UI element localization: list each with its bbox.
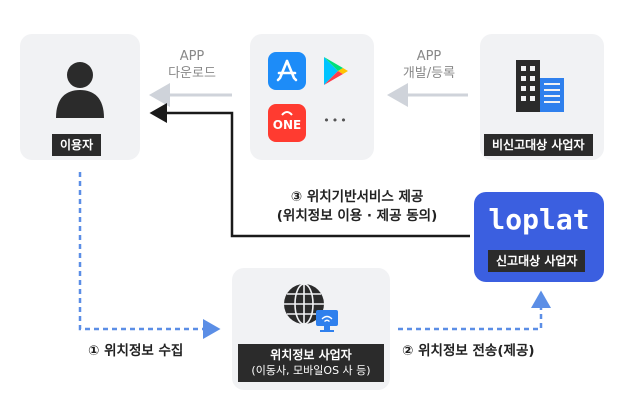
google-play-icon bbox=[316, 52, 354, 90]
user-label: 이용자 bbox=[52, 134, 102, 156]
location-provider-label: 위치정보 사업자 bbox=[270, 348, 352, 362]
app-download-label: APP 다운로드 bbox=[168, 49, 216, 81]
globe-icon bbox=[284, 283, 338, 332]
location-provider-sublabel: (이동사, 모바일OS 사 등) bbox=[251, 364, 371, 377]
transfer-label: ② 위치정보 전송(제공) bbox=[402, 343, 535, 359]
building-icon bbox=[516, 60, 564, 112]
location-provider-tag: 위치정보 사업자 (이동사, 모바일OS 사 등) bbox=[238, 344, 384, 382]
reporter-label: 신고대상 사업자 bbox=[488, 250, 586, 272]
more-apps-indicator: ••• bbox=[323, 114, 349, 127]
user-icon bbox=[56, 62, 104, 118]
reporter-card: loplat 신고대상 사업자 bbox=[474, 192, 604, 282]
loplat-logo: loplat bbox=[488, 203, 590, 236]
service-label: ③ 위치기반서비스 제공 (위치정보 이용 · 제공 동의) bbox=[276, 189, 438, 224]
non-reporter-label: 비신고대상 사업자 bbox=[484, 134, 593, 156]
app-store-icon bbox=[268, 52, 306, 90]
app-store-card: ONE ••• bbox=[250, 34, 374, 160]
non-reporter-card: 비신고대상 사업자 bbox=[480, 34, 604, 160]
collect-label: ① 위치정보 수집 bbox=[88, 343, 184, 359]
transfer-arrow bbox=[398, 290, 551, 331]
app-develop-label: APP 개발/등록 bbox=[402, 49, 456, 81]
service-arrow bbox=[149, 103, 470, 238]
one-store-text: ONE bbox=[272, 118, 302, 132]
one-store-icon: ONE bbox=[268, 104, 306, 142]
user-card: 이용자 bbox=[20, 34, 140, 160]
collect-arrow bbox=[78, 172, 221, 339]
location-provider-card: 위치정보 사업자 (이동사, 모바일OS 사 등) bbox=[232, 268, 390, 390]
